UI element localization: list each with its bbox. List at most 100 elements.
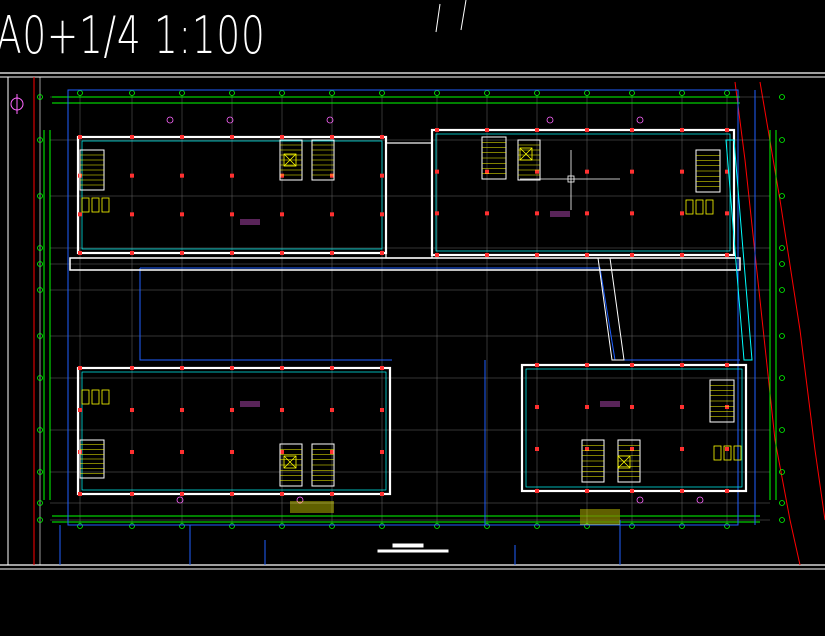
axis-bubble xyxy=(779,469,785,475)
connectors xyxy=(69,139,753,361)
column xyxy=(78,251,82,255)
column xyxy=(230,408,234,412)
column xyxy=(535,128,539,132)
column xyxy=(130,251,134,255)
column xyxy=(280,366,284,370)
axis-bubble xyxy=(329,523,335,529)
link-band xyxy=(69,257,741,271)
stair xyxy=(481,136,507,180)
axis-bubble xyxy=(779,94,785,100)
column xyxy=(230,173,234,178)
column xyxy=(280,135,284,139)
door-tag xyxy=(296,496,304,504)
column xyxy=(680,253,684,257)
axis-bubble xyxy=(629,523,635,529)
column xyxy=(78,408,82,412)
door-tag xyxy=(166,116,174,124)
column xyxy=(330,251,334,255)
window-line xyxy=(435,133,731,252)
column xyxy=(130,366,134,370)
axis-bubble xyxy=(37,94,43,100)
column xyxy=(130,492,134,496)
column xyxy=(130,212,134,217)
column xyxy=(280,212,284,217)
axis-bubble xyxy=(37,333,43,339)
column xyxy=(680,405,684,409)
column xyxy=(630,363,634,367)
window-line xyxy=(81,140,383,250)
column xyxy=(680,128,684,132)
column xyxy=(280,251,284,255)
column xyxy=(725,169,729,174)
block-bottom-left xyxy=(76,366,392,496)
axis-bubble xyxy=(779,517,785,523)
axis-bubble xyxy=(434,523,440,529)
window-line xyxy=(81,371,387,491)
toilet-fixture xyxy=(685,199,694,215)
column xyxy=(230,450,234,454)
column xyxy=(130,173,134,178)
column xyxy=(280,492,284,496)
column xyxy=(380,408,384,412)
axis-bubble xyxy=(37,427,43,433)
door-tag xyxy=(546,116,554,124)
toilet-fixture xyxy=(91,197,100,213)
column xyxy=(180,450,184,454)
column xyxy=(230,212,234,217)
fixtures xyxy=(81,147,742,469)
column xyxy=(535,363,539,367)
slanted-wall-2 xyxy=(725,139,753,361)
column xyxy=(180,135,184,139)
axis-bubble xyxy=(129,90,135,96)
axis-bubble xyxy=(229,90,235,96)
stair xyxy=(311,139,335,181)
axis-bubble xyxy=(779,333,785,339)
stair xyxy=(311,443,335,487)
column xyxy=(680,211,684,216)
title-mark-2 xyxy=(460,0,467,31)
column xyxy=(585,489,589,493)
outline-lines xyxy=(59,89,756,565)
column xyxy=(680,363,684,367)
door-tag xyxy=(636,496,644,504)
column xyxy=(435,169,439,174)
toilet-fixture xyxy=(705,199,714,215)
axis-bubble xyxy=(484,90,490,96)
axis-bubble xyxy=(179,90,185,96)
column xyxy=(380,212,384,217)
axis-bubble xyxy=(77,523,83,529)
axis-bubble xyxy=(434,90,440,96)
axis-bubble xyxy=(679,90,685,96)
column xyxy=(380,173,384,178)
column xyxy=(485,169,489,174)
column xyxy=(585,211,589,216)
dimension-lines xyxy=(37,90,785,529)
stair xyxy=(79,149,105,191)
column xyxy=(535,169,539,174)
axis-bubble xyxy=(37,469,43,475)
axis-bubble xyxy=(779,500,785,506)
axis-bubble xyxy=(37,245,43,251)
column xyxy=(180,408,184,412)
slanted-wall xyxy=(597,257,625,361)
axis-bubble xyxy=(279,90,285,96)
door-tag xyxy=(226,116,234,124)
door-tag xyxy=(636,116,644,124)
column xyxy=(180,251,184,255)
outer-wall xyxy=(76,366,392,496)
column xyxy=(435,128,439,132)
column xyxy=(585,447,589,451)
toilet-fixture xyxy=(91,389,100,405)
column xyxy=(435,253,439,257)
cursor-crosshair-icon xyxy=(520,150,620,210)
column xyxy=(330,135,334,139)
column xyxy=(485,253,489,257)
column xyxy=(535,447,539,451)
axis-bubble xyxy=(534,523,540,529)
toilet-fixture xyxy=(81,389,90,405)
axis-bubble xyxy=(779,427,785,433)
toilet-fixture xyxy=(733,445,742,461)
axis-bubble xyxy=(779,193,785,199)
room-tag xyxy=(240,219,260,225)
